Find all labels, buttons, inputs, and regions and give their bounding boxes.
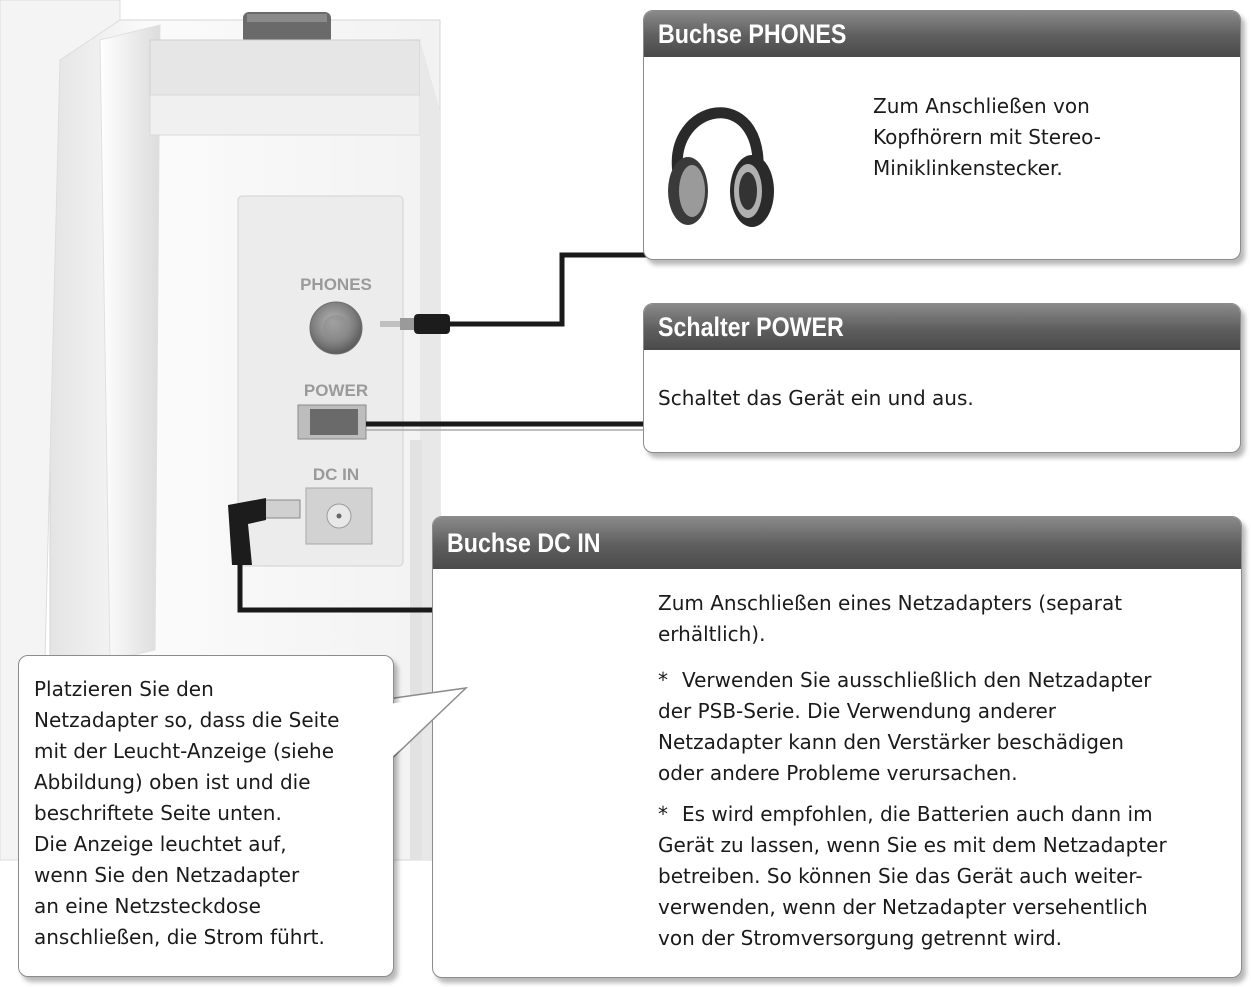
power-description: Schaltet das Gerät ein und aus. xyxy=(658,383,974,414)
phones-callout-title: Buchse PHONES xyxy=(644,11,1240,57)
dcin-note-1: *Verwenden Sie ausschließlich den Netzad… xyxy=(658,665,1151,789)
dcin-note-2: *Es wird empfohlen, die Batterien auch d… xyxy=(658,799,1167,954)
power-switch-label: POWER xyxy=(304,381,368,400)
phones-jack-label: PHONES xyxy=(300,275,372,294)
dcin-description: Zum Anschließen eines Netzadapters (sepa… xyxy=(658,588,1122,650)
top-bar xyxy=(150,40,420,100)
adapter-note-callout: Platzieren Sie den Netzadapter so, dass … xyxy=(18,655,394,977)
headphones-icon xyxy=(658,73,778,233)
adapter-note-text: Platzieren Sie den Netzadapter so, dass … xyxy=(34,674,339,953)
power-callout-title: Schalter POWER xyxy=(644,304,1240,350)
power-callout: Schalter POWER Schaltet das Gerät ein un… xyxy=(643,303,1241,453)
phones-callout: Buchse PHONES Zum Anschließen von Kopfhö… xyxy=(643,10,1241,260)
phones-description: Zum Anschließen von Kopfhörern mit Stere… xyxy=(873,91,1101,184)
dcin-callout: Buchse DC IN Zum Anschließen eines Netza… xyxy=(432,516,1242,978)
dcin-jack-label: DC IN xyxy=(313,465,359,484)
dcin-callout-title: Buchse DC IN xyxy=(433,517,1241,569)
